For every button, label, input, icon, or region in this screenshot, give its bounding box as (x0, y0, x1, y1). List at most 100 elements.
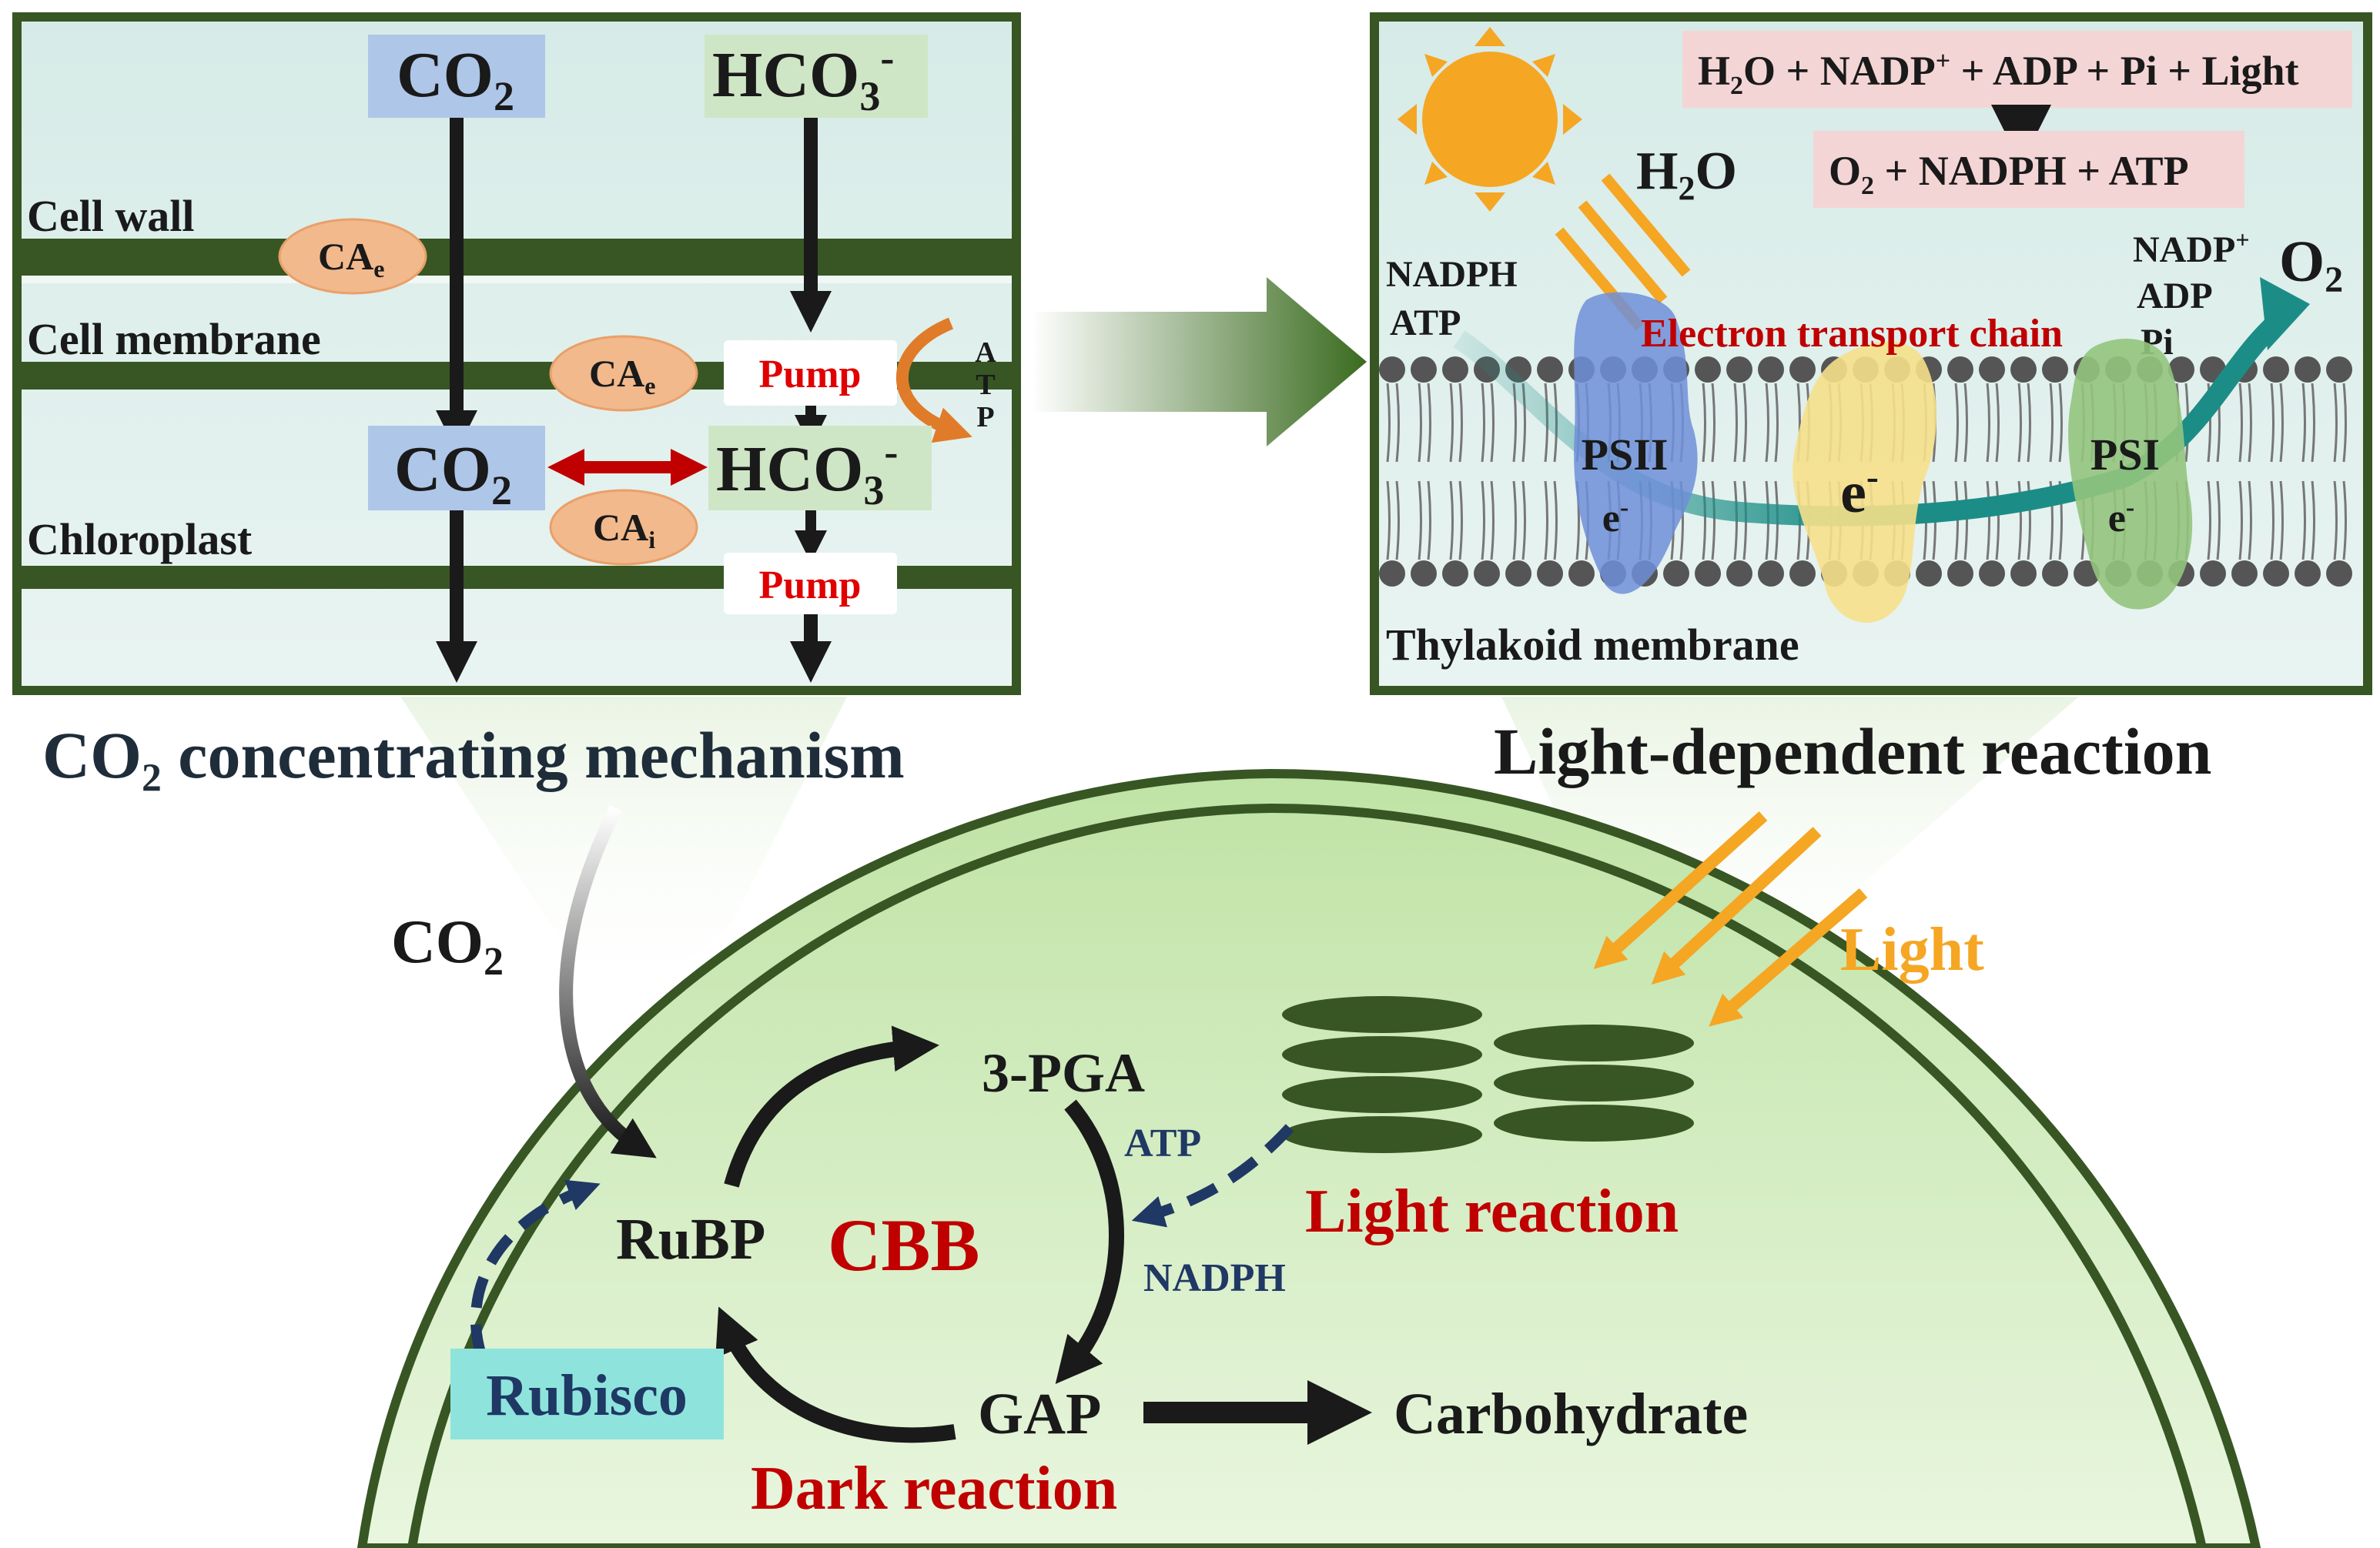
lipid-tail (2301, 383, 2306, 463)
lipid-tail (2027, 383, 2031, 463)
ca-e-label-wall: CAe (318, 235, 384, 283)
lipid-tail (2279, 480, 2284, 560)
lipid-tail (2049, 383, 2054, 463)
light-panel: H2O H2O + NADP+ + ADP + Pi + Light O2 + … (1370, 12, 2372, 695)
lipid-tail (1742, 383, 1747, 463)
lipid-head (1537, 356, 1563, 383)
lipid-tail (1395, 383, 1400, 463)
etc-label: Electron transport chain (1641, 312, 2063, 356)
equation-reactants-box (1682, 31, 2352, 108)
lipid-tail (1418, 480, 1422, 560)
lipid-tail (1995, 480, 2000, 560)
co2-input-label: CO2 (391, 908, 504, 984)
lipid-head (1411, 560, 1437, 587)
hco3-mid-box (708, 426, 932, 510)
lipid-head (1789, 560, 1816, 587)
lipid-tail (1395, 480, 1400, 560)
psii-complex (1574, 292, 1698, 594)
gap-to-rubp-arrow (715, 1306, 956, 1443)
psii-electron: e- (1602, 493, 1629, 540)
light-label: Light (1840, 916, 1984, 984)
light-reaction-caption: Light-dependent reaction (1494, 714, 2211, 788)
cbb-panel: CO2 Light 3-PGA ATP NAD (391, 804, 1984, 1523)
ca-e-ellipse-membrane (549, 335, 698, 412)
pump-box-1 (724, 340, 897, 406)
lipid-head (1695, 356, 1721, 383)
lipid-tail (1774, 383, 1779, 463)
co2-mid-label: CO2 (394, 433, 512, 513)
ca-i-ellipse (549, 489, 698, 566)
lipid-tail (1427, 480, 1431, 560)
adp-label-right: ADP (2137, 276, 2213, 316)
lipid-head (2295, 356, 2321, 383)
lipid-tail (1490, 480, 1495, 560)
incoming-light-arrows (1593, 811, 1868, 1027)
lipid-head (1726, 560, 1752, 587)
nadp-label-right: NADP+ (2133, 226, 2250, 270)
equation-products-box (1813, 131, 2244, 208)
lipid-tail (1963, 383, 1968, 463)
lipid-tail (2216, 480, 2221, 560)
lipid-head (1758, 560, 1784, 587)
lipid-tail (2238, 480, 2243, 560)
cycle-atp-label: ATP (1124, 1122, 1201, 1165)
lipid-head (2295, 560, 2321, 587)
psi-complex (2068, 339, 2193, 610)
lipid-head (1979, 356, 2005, 383)
lipid-tail (1711, 383, 1716, 463)
lipid-head (1979, 560, 2005, 587)
cell-inner-membrane (407, 803, 2207, 1548)
psi-label: PSI (2090, 430, 2160, 480)
hco3-mid-label: HCO3- (716, 429, 898, 513)
rubisco-label: Rubisco (486, 1363, 688, 1428)
lipid-tail (2027, 480, 2031, 560)
atp-curve-arrow (895, 317, 972, 443)
lipid-tail (2301, 480, 2306, 560)
lipid-tail (1963, 480, 1968, 560)
lipid-tail (1458, 383, 1463, 463)
membrane-gap-band-1 (22, 276, 1012, 283)
lipid-tail (1449, 480, 1454, 560)
cell-membrane-label: Cell membrane (27, 314, 321, 364)
chloroplast-label: Chloroplast (27, 514, 253, 564)
lipid-tail (1481, 480, 1485, 560)
co2-top-label: CO2 (397, 39, 514, 119)
lipid-head (1474, 560, 1500, 587)
lipid-head (1726, 356, 1752, 383)
hco3-top-box (705, 35, 928, 118)
cell-wall-membrane (22, 239, 1012, 276)
lipid-head (1758, 356, 1784, 383)
lipid-tail (1702, 480, 1706, 560)
lipid-head (2042, 356, 2068, 383)
lipid-tail (1386, 480, 1391, 560)
equation-reactants: H2O + NADP+ + ADP + Pi + Light (1698, 47, 2299, 100)
psi-electron: e- (2108, 493, 2134, 540)
pga-to-gap-arrow (1055, 1099, 1124, 1384)
lipid-head (2326, 356, 2352, 383)
lipid-head (1947, 560, 1973, 587)
rubp-label: RuBP (616, 1207, 765, 1272)
lipid-tail (2058, 383, 2063, 463)
h2o-label: H2O (1636, 142, 1737, 207)
pump-box-2 (724, 553, 897, 614)
lipid-tail (1954, 383, 1959, 463)
psii-label: PSII (1582, 430, 1669, 480)
co2-top-box (368, 35, 545, 118)
lipid-head (1789, 356, 1816, 383)
light-reaction-label: Light reaction (1305, 1178, 1679, 1245)
lipid-tail (2279, 383, 2284, 463)
lipid-head (1568, 560, 1595, 587)
lipid-head (2042, 560, 2068, 587)
cbb-label: CBB (828, 1204, 979, 1286)
atp-letter-a: A (975, 336, 996, 369)
lipid-tail (1733, 383, 1738, 463)
lipid-tail (2017, 480, 2022, 560)
lipid-head (1916, 560, 1942, 587)
lipid-tail (2207, 480, 2211, 560)
co2-input-arrow (559, 804, 657, 1158)
lipid-tail (1553, 480, 1558, 560)
lipid-head (1379, 560, 1405, 587)
lipid-tail (1449, 383, 1454, 463)
electron-carrier-complex (1793, 341, 1936, 623)
